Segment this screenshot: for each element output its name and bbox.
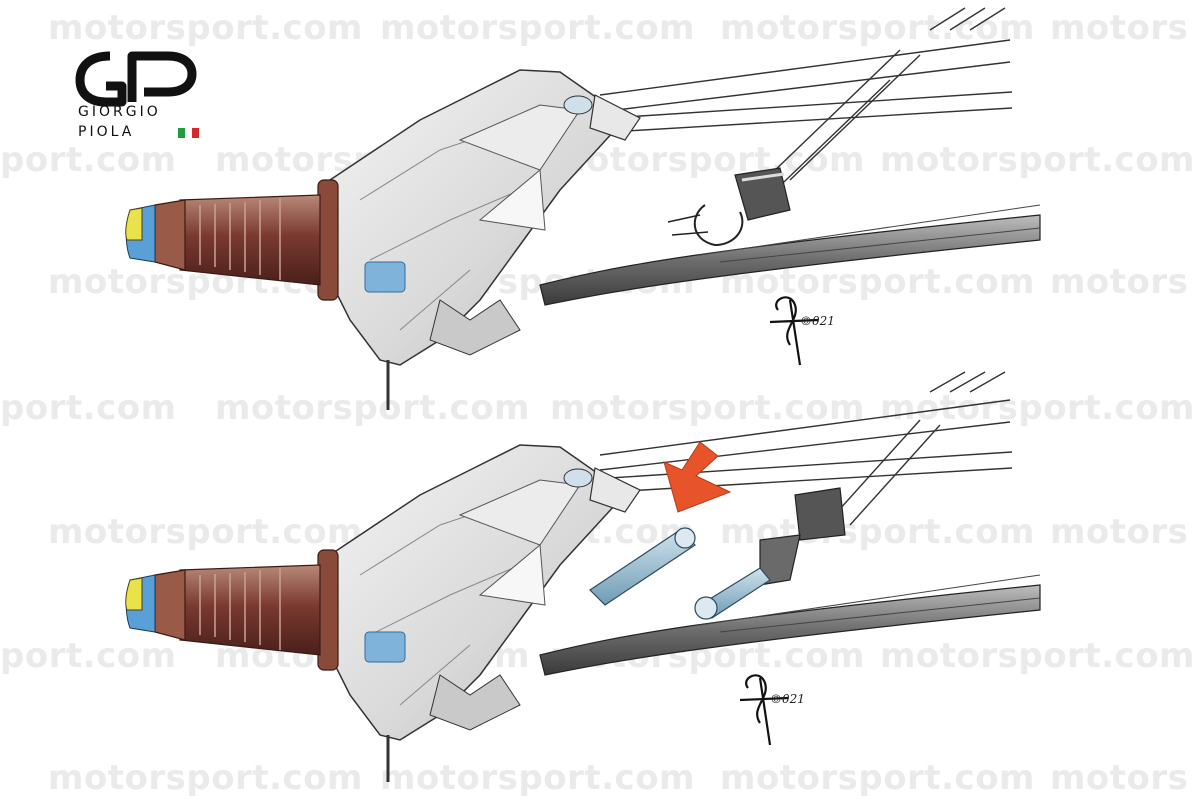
highlight-arrow-icon (663, 441, 732, 513)
sensor-plate (364, 261, 406, 293)
suspension-assembly-top (125, 7, 1041, 410)
logo-line2: PIOLA (78, 124, 135, 140)
upper-wishbone (599, 371, 1013, 493)
damper-end (667, 167, 791, 247)
sensor-plate (364, 631, 406, 663)
lower-wishbone (539, 214, 1041, 306)
signature-date-bottom: ©021 (770, 692, 805, 706)
pushrod (829, 419, 941, 526)
suspension-assembly-bottom (125, 371, 1041, 782)
upper-wishbone (599, 7, 1013, 133)
logo-line1: GIORGIO (78, 104, 161, 120)
italian-flag-icon (178, 128, 199, 138)
highlighted-link-arms (589, 527, 771, 620)
giorgio-piola-logo-mark (75, 51, 197, 107)
artist-signature-bottom (739, 674, 789, 746)
wheel-hub (125, 549, 339, 671)
signature-date-top: ©021 (800, 314, 835, 328)
lower-wishbone (539, 584, 1041, 676)
artist-signature-top (769, 296, 819, 366)
wheel-hub (125, 179, 339, 301)
pushrod (759, 49, 921, 206)
